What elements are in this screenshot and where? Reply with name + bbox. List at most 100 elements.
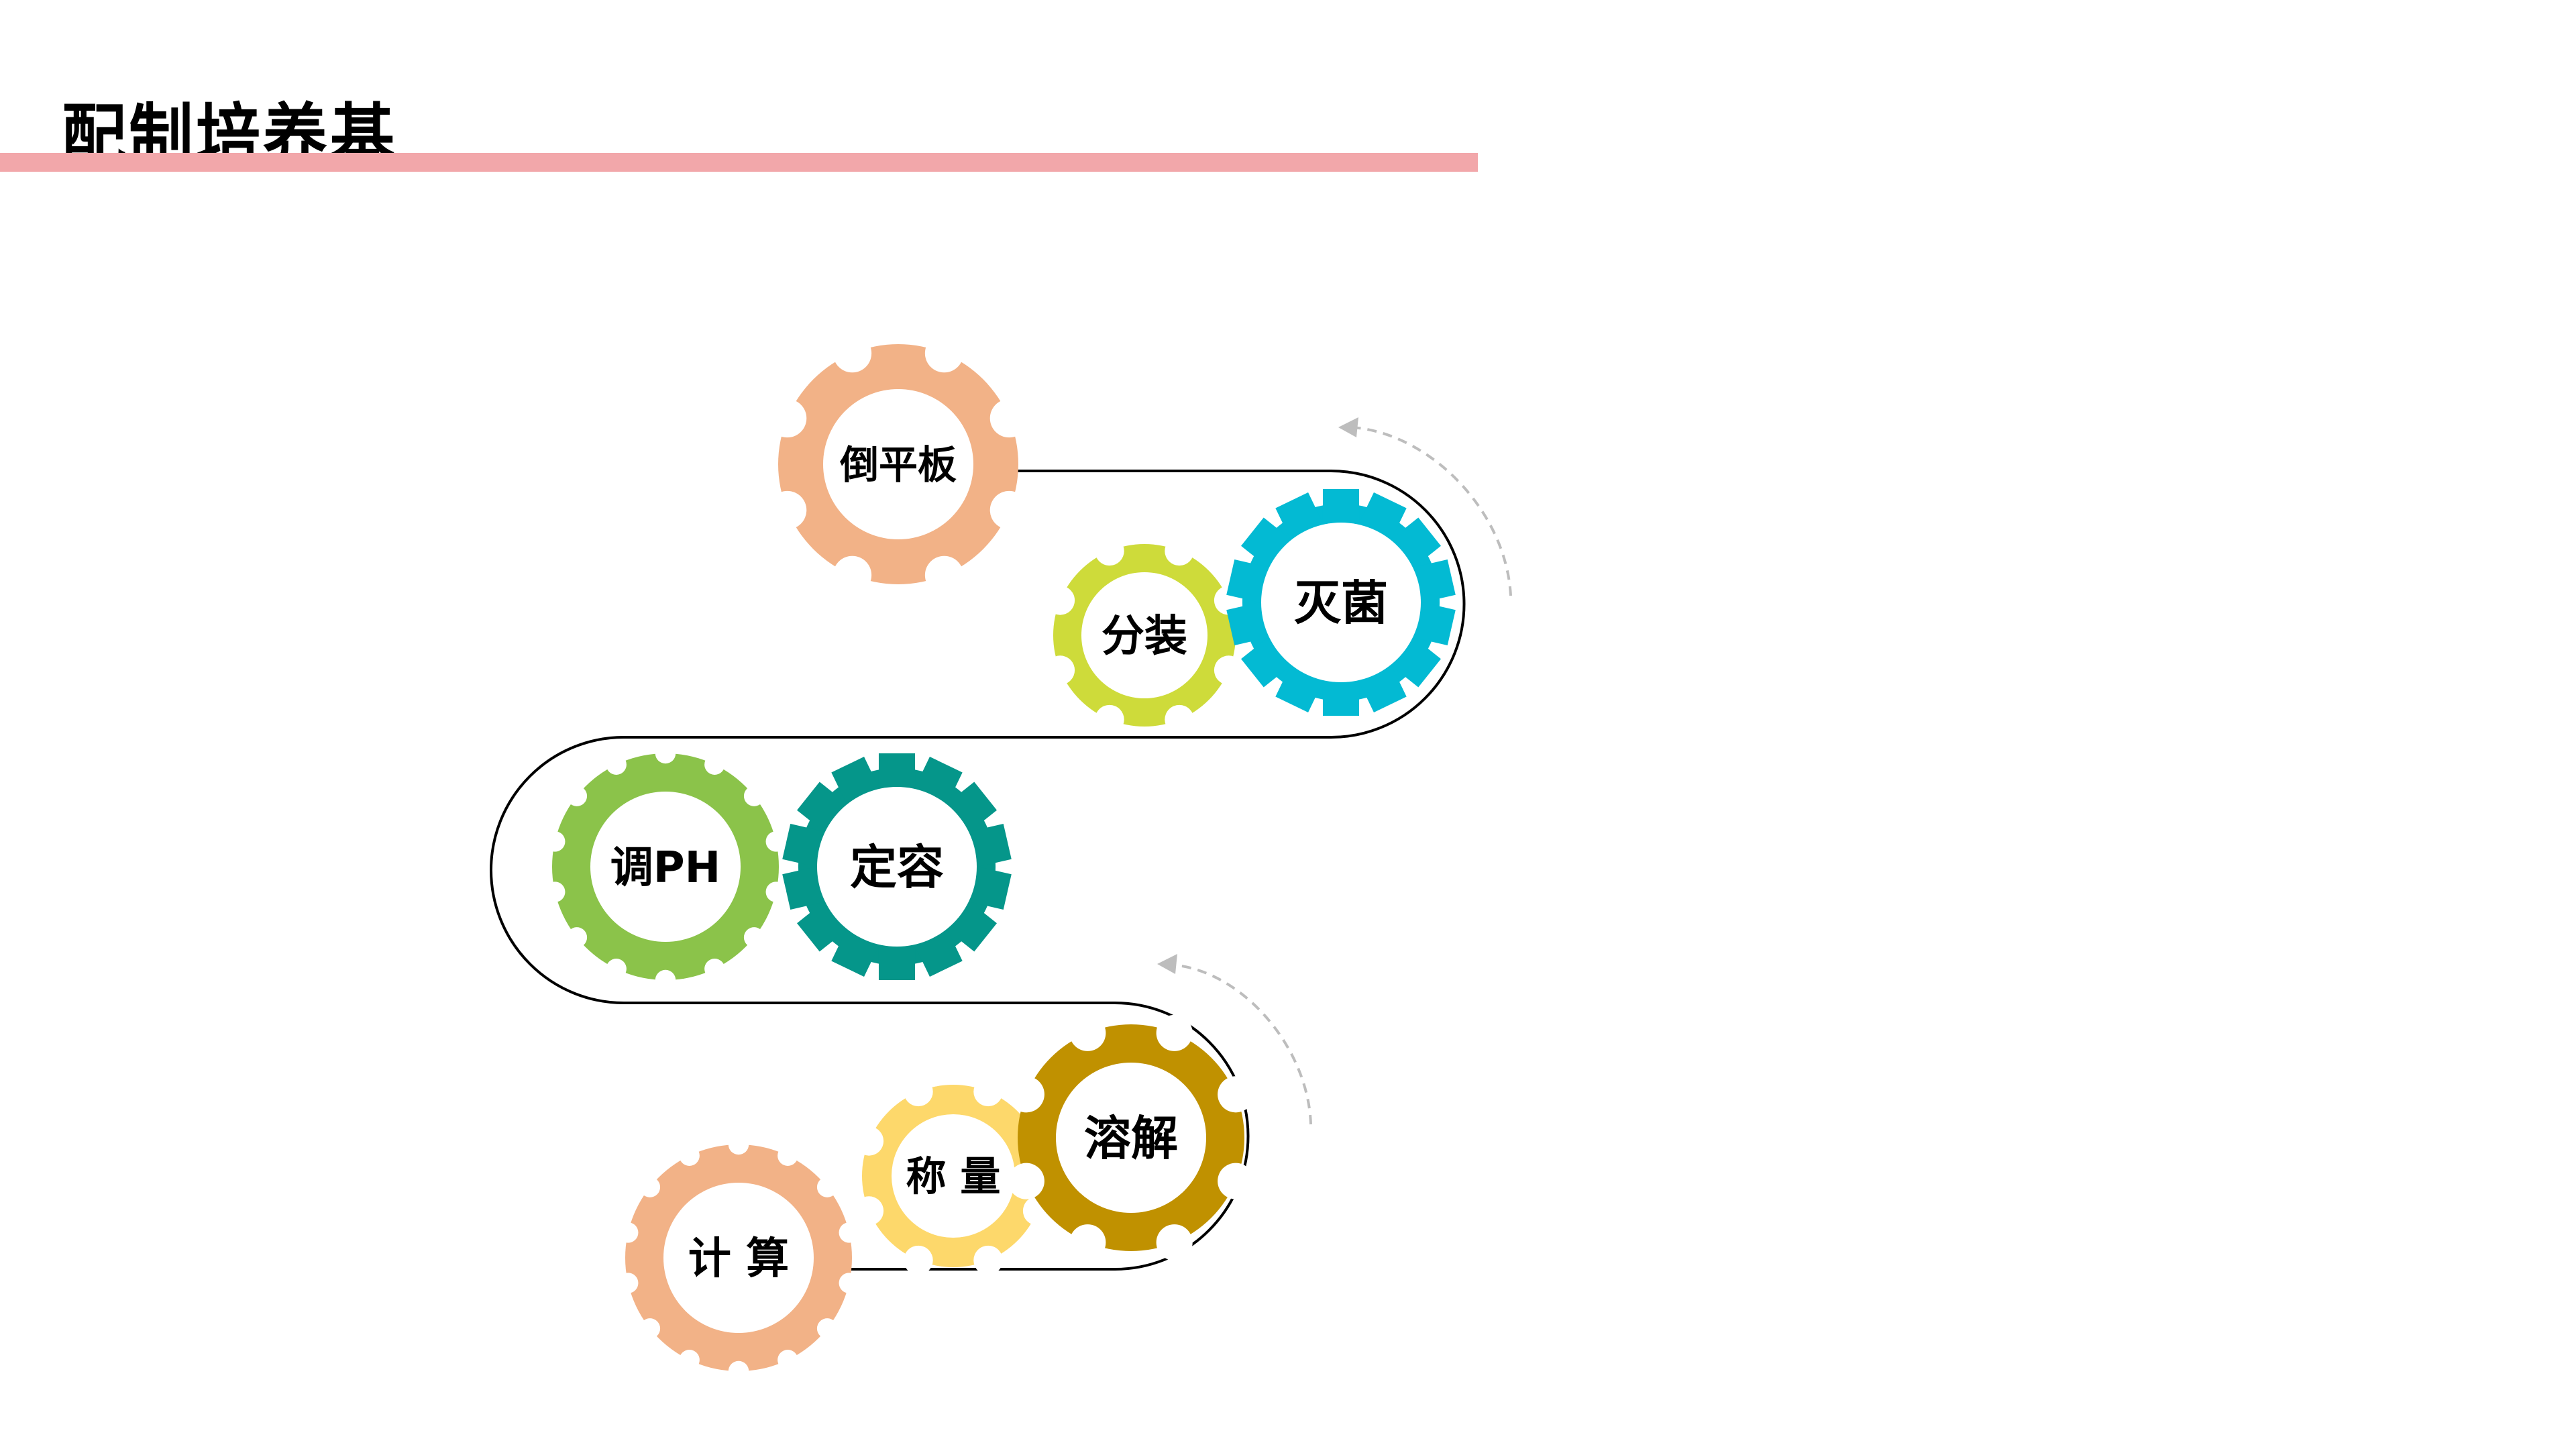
gear-notch (1095, 536, 1124, 566)
gear-step: 调PH (545, 743, 786, 991)
gear-notch (655, 969, 676, 991)
gear-notch (854, 1126, 884, 1156)
gear-tooth (1275, 492, 1324, 539)
gear-notch (704, 754, 725, 775)
gear-tooth (1414, 559, 1456, 603)
gear-step: 分装 (1045, 536, 1244, 735)
gear-notch (767, 398, 807, 438)
gear-notch (973, 1077, 1003, 1107)
gear-step: 称 量 (854, 1077, 1053, 1275)
gear-tooth (1275, 665, 1324, 712)
gear-notch (1069, 1014, 1106, 1051)
gear-tooth (947, 902, 997, 952)
gear-tooth (970, 866, 1012, 910)
gear-notch (728, 1134, 749, 1155)
gear-notch (1045, 655, 1075, 685)
gear-center (1056, 1063, 1206, 1213)
gear-tooth (782, 824, 824, 867)
gear-tooth (782, 866, 824, 910)
gear-notch (839, 1273, 859, 1293)
gear-notch (924, 333, 964, 373)
gear-notch (765, 831, 786, 852)
gear-notch (1008, 1163, 1044, 1199)
gear-notch (1165, 536, 1194, 566)
gear-notch (767, 490, 807, 530)
gear-tooth (1358, 665, 1407, 712)
gear-center (1081, 572, 1208, 698)
gear-notch (545, 831, 566, 852)
gear-notch (1069, 1224, 1106, 1261)
gear-notch (1165, 704, 1194, 735)
gear-tooth (831, 757, 879, 804)
gear-notch (973, 1245, 1003, 1275)
gear-notch (545, 881, 566, 902)
step-label: 称 量 (906, 1154, 1001, 1201)
gear-notch (743, 927, 765, 948)
step-label: 计 算 (688, 1234, 789, 1284)
gear-tooth (1322, 682, 1360, 716)
gear-notch (765, 881, 786, 902)
gear-tooth (1226, 559, 1268, 603)
gear-center (823, 389, 973, 539)
gear-notch (989, 490, 1029, 530)
gear-tooth (914, 930, 963, 977)
gear-notch (904, 1245, 933, 1275)
step-label: 溶解 (1084, 1111, 1178, 1166)
gear-notch (904, 1077, 933, 1107)
gear-tooth (1241, 517, 1291, 568)
gear-notch (704, 959, 725, 979)
gear-center (817, 787, 977, 947)
arrow-head-lower (1157, 954, 1177, 974)
gear-notch (839, 1222, 859, 1243)
title-underline-bar (0, 153, 1478, 172)
gear-step: 倒平板 (767, 333, 1029, 595)
gear-notch (566, 786, 588, 806)
gear-tooth (1226, 602, 1268, 645)
gear-notch (639, 1177, 661, 1197)
curved-arrow-upper (1351, 426, 1512, 596)
gear-notch (1218, 1163, 1254, 1199)
step-label: 灭菌 (1294, 576, 1388, 631)
gear-notch (606, 754, 627, 775)
gear-tooth (1391, 637, 1441, 688)
gear-tooth (878, 946, 916, 980)
gear-notch (816, 1318, 838, 1339)
gear-notch (1156, 1014, 1193, 1051)
gear-notch (566, 927, 588, 948)
gear-notch (854, 1196, 884, 1226)
gear-notch (1218, 1076, 1254, 1113)
curved-arrow-lower (1170, 963, 1312, 1125)
gear-notch (1008, 1076, 1044, 1113)
gear-notch (989, 398, 1029, 438)
gear-tooth (1322, 489, 1360, 523)
gear-tooth (797, 782, 847, 832)
gear-notch (679, 1350, 700, 1371)
step-label: 定容 (850, 840, 944, 895)
gear-tooth (914, 757, 963, 804)
gear-tooth (878, 753, 916, 788)
gear-tooth (947, 782, 997, 832)
gear-notch (1095, 704, 1124, 735)
gear-notch (1156, 1224, 1193, 1261)
gear-tooth (797, 902, 847, 952)
gear-notch (777, 1350, 798, 1371)
gear-notch (728, 1360, 749, 1382)
gear-step: 灭菌 (1226, 489, 1456, 716)
gear-center (892, 1114, 1015, 1238)
gear-tooth (970, 824, 1012, 867)
gear-notch (924, 555, 964, 595)
gear-step: 溶解 (1008, 1014, 1254, 1261)
gear-tooth (1358, 492, 1407, 539)
flow-path (490, 470, 1466, 1271)
gear-notch (833, 555, 872, 595)
gear-notch (777, 1145, 798, 1166)
gear-step: 定容 (782, 753, 1012, 980)
gear-notch (655, 743, 676, 764)
gear-center (1261, 523, 1421, 682)
arrow-head-upper (1338, 417, 1358, 437)
gear-center (663, 1183, 814, 1333)
step-label: 调PH (610, 843, 720, 893)
gear-tooth (1391, 517, 1441, 568)
gear-notch (1045, 586, 1075, 615)
